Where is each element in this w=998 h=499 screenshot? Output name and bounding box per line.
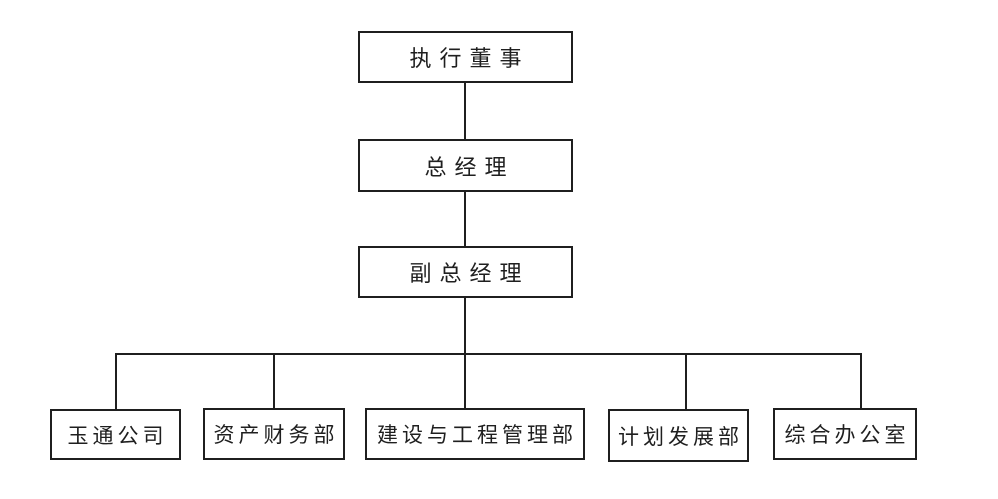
- node-general-office: 综合办公室: [773, 408, 917, 460]
- connector-exec-to-gm: [464, 83, 466, 139]
- node-yutong-company-label: 玉通公司: [67, 423, 168, 448]
- node-deputy-general-manager-label: 副总经理: [409, 261, 530, 286]
- node-executive-director: 执行董事: [358, 31, 573, 83]
- node-yutong-company: 玉通公司: [50, 409, 181, 460]
- node-planning-development-dept-label: 计划发展部: [618, 424, 743, 449]
- node-construction-engineering-dept: 建设与工程管理部: [365, 408, 585, 460]
- node-asset-finance-dept: 资产财务部: [203, 408, 345, 460]
- connector-drop-general-office: [860, 353, 862, 409]
- connector-drop-planning: [685, 353, 687, 409]
- connector-drop-yutong: [115, 353, 117, 409]
- node-planning-development-dept: 计划发展部: [608, 409, 749, 462]
- node-construction-engineering-dept-label: 建设与工程管理部: [377, 423, 577, 447]
- node-general-manager: 总经理: [358, 139, 573, 192]
- connector-drop-asset-finance: [273, 353, 275, 409]
- node-general-office-label: 综合办公室: [784, 423, 910, 447]
- connector-horizontal-bus: [115, 353, 862, 355]
- connector-gm-to-dgm: [464, 192, 466, 246]
- node-executive-director-label: 执行董事: [409, 46, 530, 71]
- node-deputy-general-manager: 副总经理: [358, 246, 573, 298]
- node-general-manager-label: 总经理: [424, 154, 515, 180]
- node-asset-finance-dept-label: 资产财务部: [213, 423, 339, 447]
